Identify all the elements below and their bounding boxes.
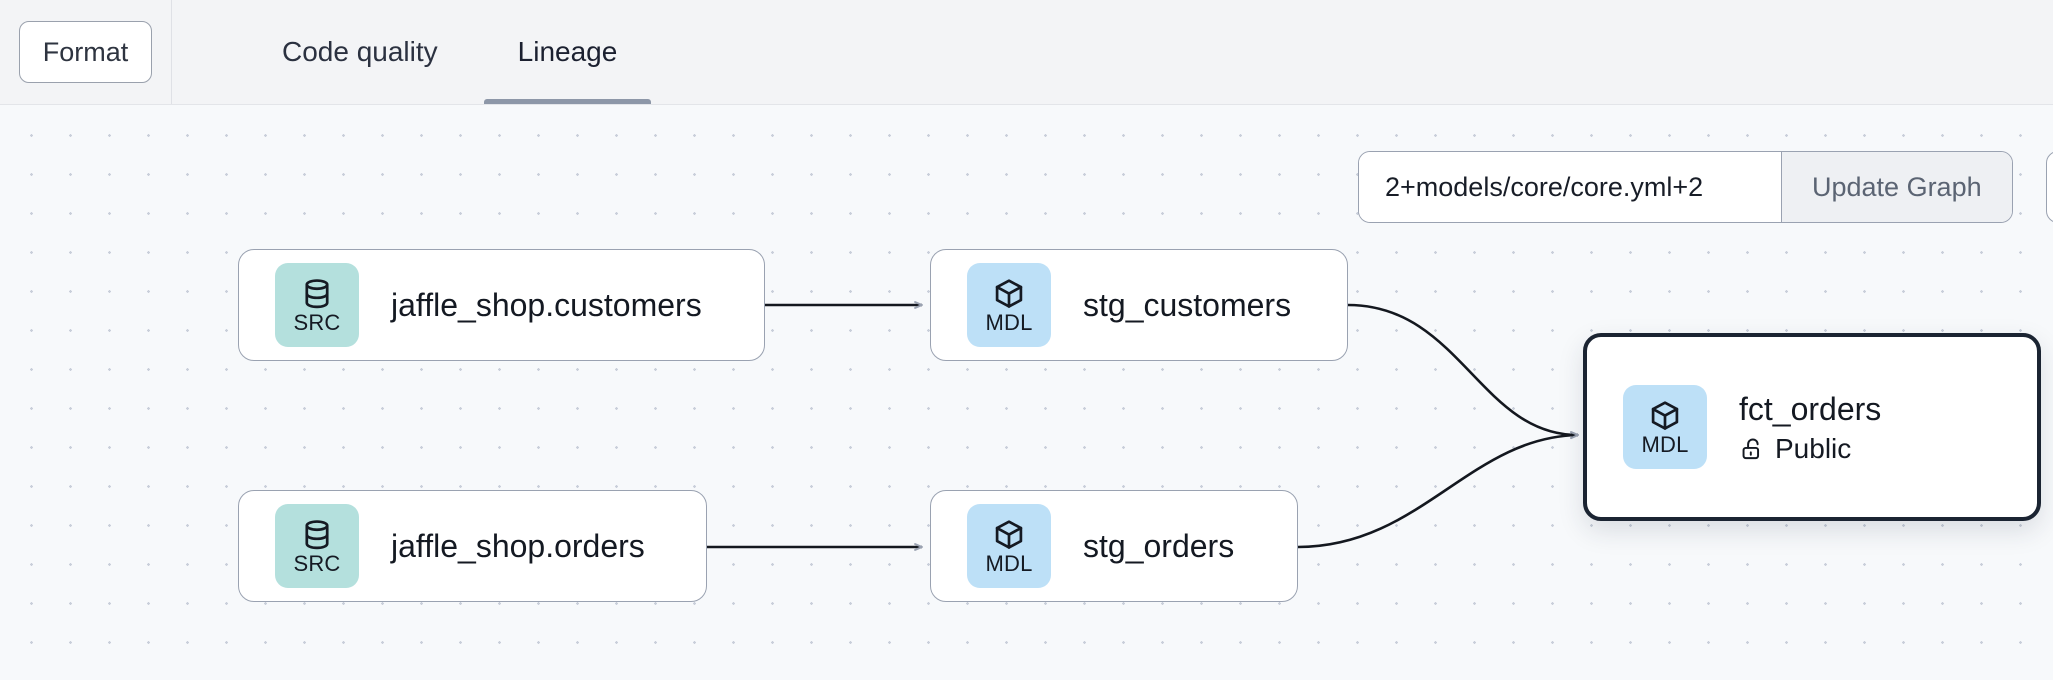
node-badge-mdl: MDL [967,263,1051,347]
format-button[interactable]: Format [19,21,152,83]
lineage-node-fct-orders[interactable]: MDL fct_orders Public [1583,333,2041,521]
editor-toolbar: Format Code quality Lineage [0,0,2053,105]
node-badge-label: SRC [293,309,341,335]
edge-stg-customers-to-fct-orders [1347,303,1579,439]
database-icon [305,519,329,549]
node-body: fct_orders Public [1739,390,1881,465]
node-title: fct_orders [1739,390,1882,427]
node-body: stg_orders [1083,527,1234,565]
node-badge-label: MDL [1641,431,1689,457]
unlock-icon [1742,438,1760,459]
node-title: stg_orders [1083,528,1235,564]
cube-icon [995,519,1023,549]
node-body: jaffle_shop.customers [391,286,702,324]
node-badge-mdl: MDL [1623,385,1707,469]
tab-lineage[interactable]: Lineage [478,0,658,104]
lineage-node-jaffle-shop-customers[interactable]: SRC jaffle_shop.customers [238,249,765,361]
lineage-node-jaffle-shop-orders[interactable]: SRC jaffle_shop.orders [238,490,707,602]
node-badge-mdl: MDL [967,504,1051,588]
edge-stg-orders-to-fct-orders [1297,431,1579,549]
tab-code-quality[interactable]: Code quality [242,0,478,104]
node-body: stg_customers [1083,286,1291,324]
node-badge-label: SRC [293,550,341,576]
tab-lineage-label: Lineage [517,36,618,67]
graph-selector-bar: Update Graph [1358,151,2013,223]
lineage-node-stg-orders[interactable]: MDL stg_orders [930,490,1298,602]
node-body: jaffle_shop.orders [391,527,645,565]
node-visibility: Public [1739,433,1881,465]
lineage-node-stg-customers[interactable]: MDL stg_customers [930,249,1348,361]
lineage-canvas[interactable]: SRC jaffle_shop.customers SRC jaffle_sho… [0,105,2053,680]
graph-selector-input[interactable] [1359,152,1781,222]
node-badge-src: SRC [275,263,359,347]
node-title: jaffle_shop.orders [391,528,645,564]
node-title: jaffle_shop.customers [391,287,702,323]
tab-bar: Code quality Lineage [172,0,657,104]
database-icon [305,278,329,308]
node-badge-label: MDL [985,550,1033,576]
cube-icon [995,278,1023,308]
side-panel-stub[interactable] [2046,151,2053,223]
node-title: stg_customers [1083,287,1292,323]
tab-active-indicator [483,99,652,104]
node-visibility-label: Public [1775,432,1852,464]
update-graph-button[interactable]: Update Graph [1781,152,2012,222]
toolbar-left-group: Format [0,0,172,104]
cube-icon [1651,400,1679,430]
node-badge-label: MDL [985,309,1033,335]
tab-code-quality-label: Code quality [282,36,438,67]
node-badge-src: SRC [275,504,359,588]
